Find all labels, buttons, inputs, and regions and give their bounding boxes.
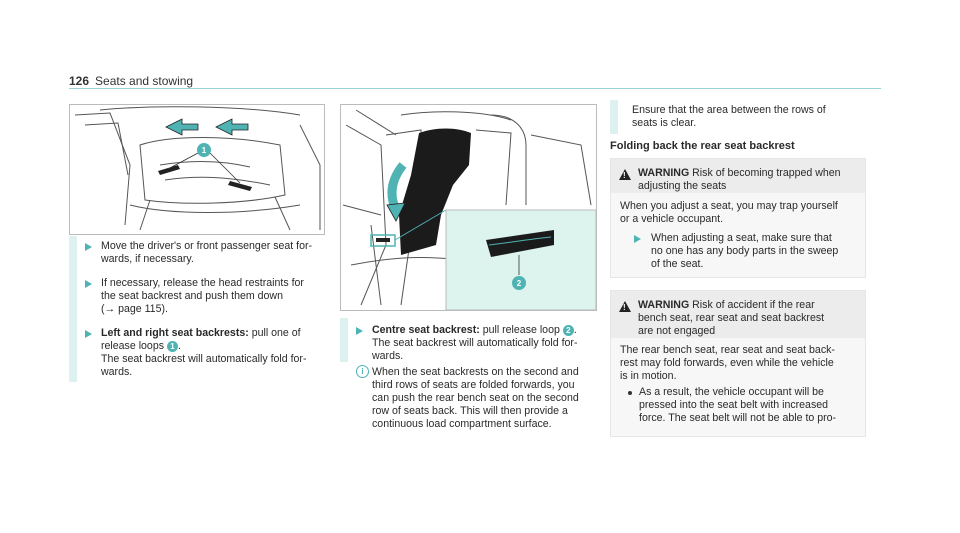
warning-body: When you adjust a seat, you may trap you… — [620, 200, 838, 212]
warning-body: The rear bench seat, rear seat and seat … — [620, 344, 835, 356]
info-text: can push the rear bench seat on the seco… — [372, 392, 579, 404]
intro-text: Ensure that the area between the rows of — [632, 104, 826, 116]
warning-title: adjusting the seats — [638, 180, 727, 192]
warning-step: of the seat. — [651, 258, 704, 270]
step-text: release loops 1. — [101, 340, 181, 352]
info-text: third rows of seats are folded forwards,… — [372, 379, 575, 391]
callout-2-icon: 2 — [562, 324, 574, 336]
page-reference-link[interactable]: (→ page 115). — [101, 303, 168, 315]
step-text: Move the driver's or front passenger sea… — [101, 240, 313, 252]
warning-body: rest may fold forwards, even while the v… — [620, 357, 834, 369]
header-rule — [69, 88, 881, 89]
instruction-bar — [69, 236, 77, 382]
bullet-icon — [628, 391, 632, 395]
step-text: the seat backrest and push them down — [101, 290, 283, 302]
step-arrow-icon — [356, 327, 363, 335]
step-text: Centre seat backrest: pull release loop … — [372, 324, 577, 336]
section-subheading: Folding back the rear seat backrest — [610, 140, 795, 152]
info-text: When the seat backrests on the second an… — [372, 366, 579, 378]
warning-step: When adjusting a seat, make sure that — [651, 232, 832, 244]
page-number: 126 — [69, 74, 90, 88]
step-text: wards, if necessary. — [101, 253, 194, 265]
intro-text: seats is clear. — [632, 117, 697, 129]
step-arrow-icon — [634, 235, 641, 243]
warning-icon: ! — [619, 301, 631, 312]
info-icon: i — [356, 365, 369, 378]
callout-1-icon: 1 — [166, 340, 178, 352]
warning-bullet: force. The seat belt will not be able to… — [639, 412, 837, 424]
info-text: continuous load compartment surface. — [372, 418, 552, 430]
warning-title: WARNING Risk of becoming trapped when — [638, 167, 841, 179]
warning-body: or a vehicle occupant. — [620, 213, 724, 225]
step-text: Left and right seat backrests: pull one … — [101, 327, 301, 339]
step-text: If necessary, release the head restraint… — [101, 277, 304, 289]
centre-backrest-illustration: 2 — [340, 104, 597, 311]
warning-header — [611, 159, 865, 193]
warning-bullet: pressed into the seat belt with increase… — [639, 399, 829, 411]
warning-box-trapped: ! WARNING Risk of becoming trapped when … — [610, 158, 866, 278]
section-title: Seats and stowing — [95, 74, 194, 88]
page-header: 126 Seats and stowing — [69, 74, 193, 88]
middle-column-steps: Centre seat backrest: pull release loop … — [340, 318, 602, 436]
warning-title: are not engaged — [638, 325, 716, 337]
warning-title: WARNING Risk of accident if the rear — [638, 299, 815, 311]
step-text: The seat backrest will automatically fol… — [372, 337, 578, 349]
warning-title: bench seat, rear seat and seat backrest — [638, 312, 825, 324]
figure-callout-1: 1 — [202, 146, 207, 155]
info-text: row of seats back. This will then provid… — [372, 405, 568, 417]
warning-icon: ! — [619, 169, 631, 180]
step-text: wards. — [372, 350, 404, 362]
step-text: wards. — [101, 366, 133, 378]
right-column: Ensure that the area between the rows of… — [610, 100, 882, 437]
figure-callout-2: 2 — [517, 279, 522, 288]
left-column-steps: Move the driver's or front passenger sea… — [69, 236, 329, 382]
rear-seats-drawing: 1 — [74, 106, 321, 231]
step-arrow-icon — [85, 243, 92, 251]
step-text: The seat backrest will automatically fol… — [101, 353, 307, 365]
warning-header — [611, 291, 865, 338]
warning-body: is in motion. — [620, 370, 677, 382]
step-arrow-icon — [85, 280, 92, 288]
rear-seats-illustration: 1 — [69, 104, 325, 235]
centre-backrest-drawing: 2 — [342, 109, 596, 310]
warning-box-accident: ! WARNING Risk of accident if the rear b… — [610, 290, 866, 437]
warning-step: no one has any body parts in the sweep — [651, 245, 839, 257]
step-arrow-icon — [85, 330, 92, 338]
warning-bullet: As a result, the vehicle occupant will b… — [639, 386, 824, 398]
instruction-bar — [340, 318, 348, 362]
instruction-bar — [610, 100, 618, 134]
